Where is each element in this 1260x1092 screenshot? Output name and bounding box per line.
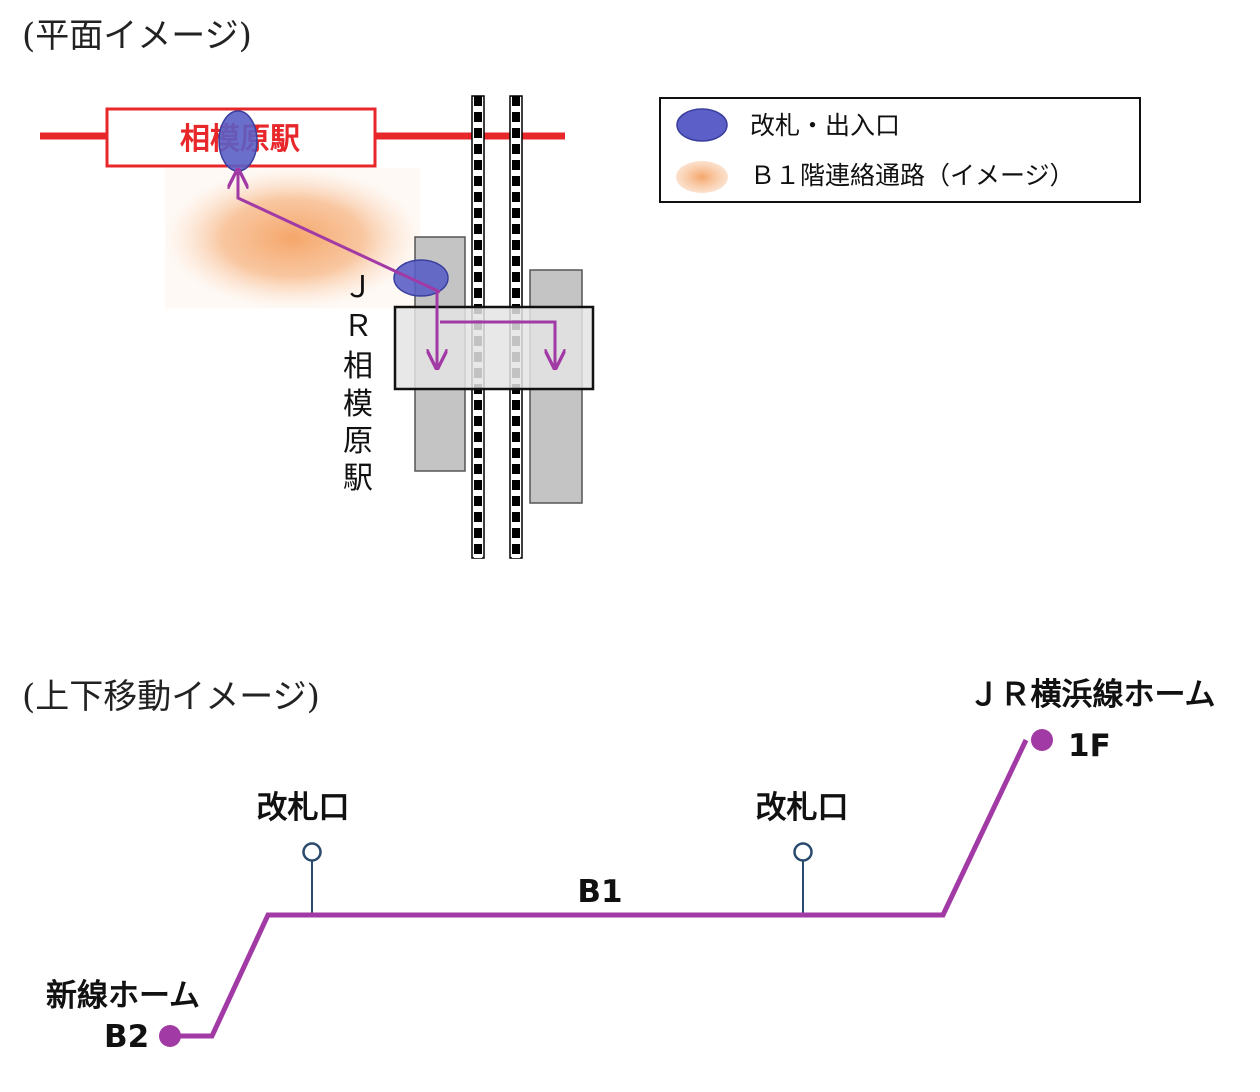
jr-platform-label: ＪＲ横浜線ホーム (968, 677, 1215, 713)
jr-station-vertical-label: Ｊ Ｒ 相 模 原 駅 (343, 270, 373, 496)
legend-passage-label: Ｂ１階連絡通路（イメージ） (750, 161, 1075, 190)
new-platform-label: 新線ホーム (46, 978, 200, 1014)
gate-entrance-icon (676, 108, 728, 142)
svg-text:模: 模 (343, 387, 373, 422)
svg-text:原: 原 (343, 424, 373, 459)
passage-floor-label: B1 (577, 874, 622, 910)
gate-right-label: 改札口 (756, 790, 849, 826)
jr-floor-node (1031, 729, 1053, 751)
gate-jr-icon (393, 259, 449, 297)
jr-floor-label: 1F (1068, 728, 1111, 764)
vertical-route-line (170, 738, 1029, 1039)
gate-station-icon (218, 110, 258, 172)
plan-heading: (平面イメージ) (22, 16, 252, 56)
svg-text:Ｒ: Ｒ (343, 309, 373, 344)
jr-concourse (393, 305, 595, 391)
legend-box (659, 97, 1141, 203)
vertical-heading: (上下移動イメージ) (22, 677, 320, 717)
b1-passage-area (165, 168, 420, 308)
route-arrows (238, 172, 555, 366)
legend-gate-label: 改札・出入口 (750, 111, 900, 140)
svg-text:相: 相 (343, 349, 373, 384)
gate-connectors (302, 842, 813, 915)
svg-text:駅: 駅 (343, 461, 373, 496)
new-floor-node (159, 1025, 181, 1047)
new-floor-label: B2 (104, 1019, 149, 1055)
svg-text:Ｊ: Ｊ (343, 270, 373, 305)
b1-passage-icon (676, 161, 728, 193)
gate-left-label: 改札口 (257, 790, 350, 826)
